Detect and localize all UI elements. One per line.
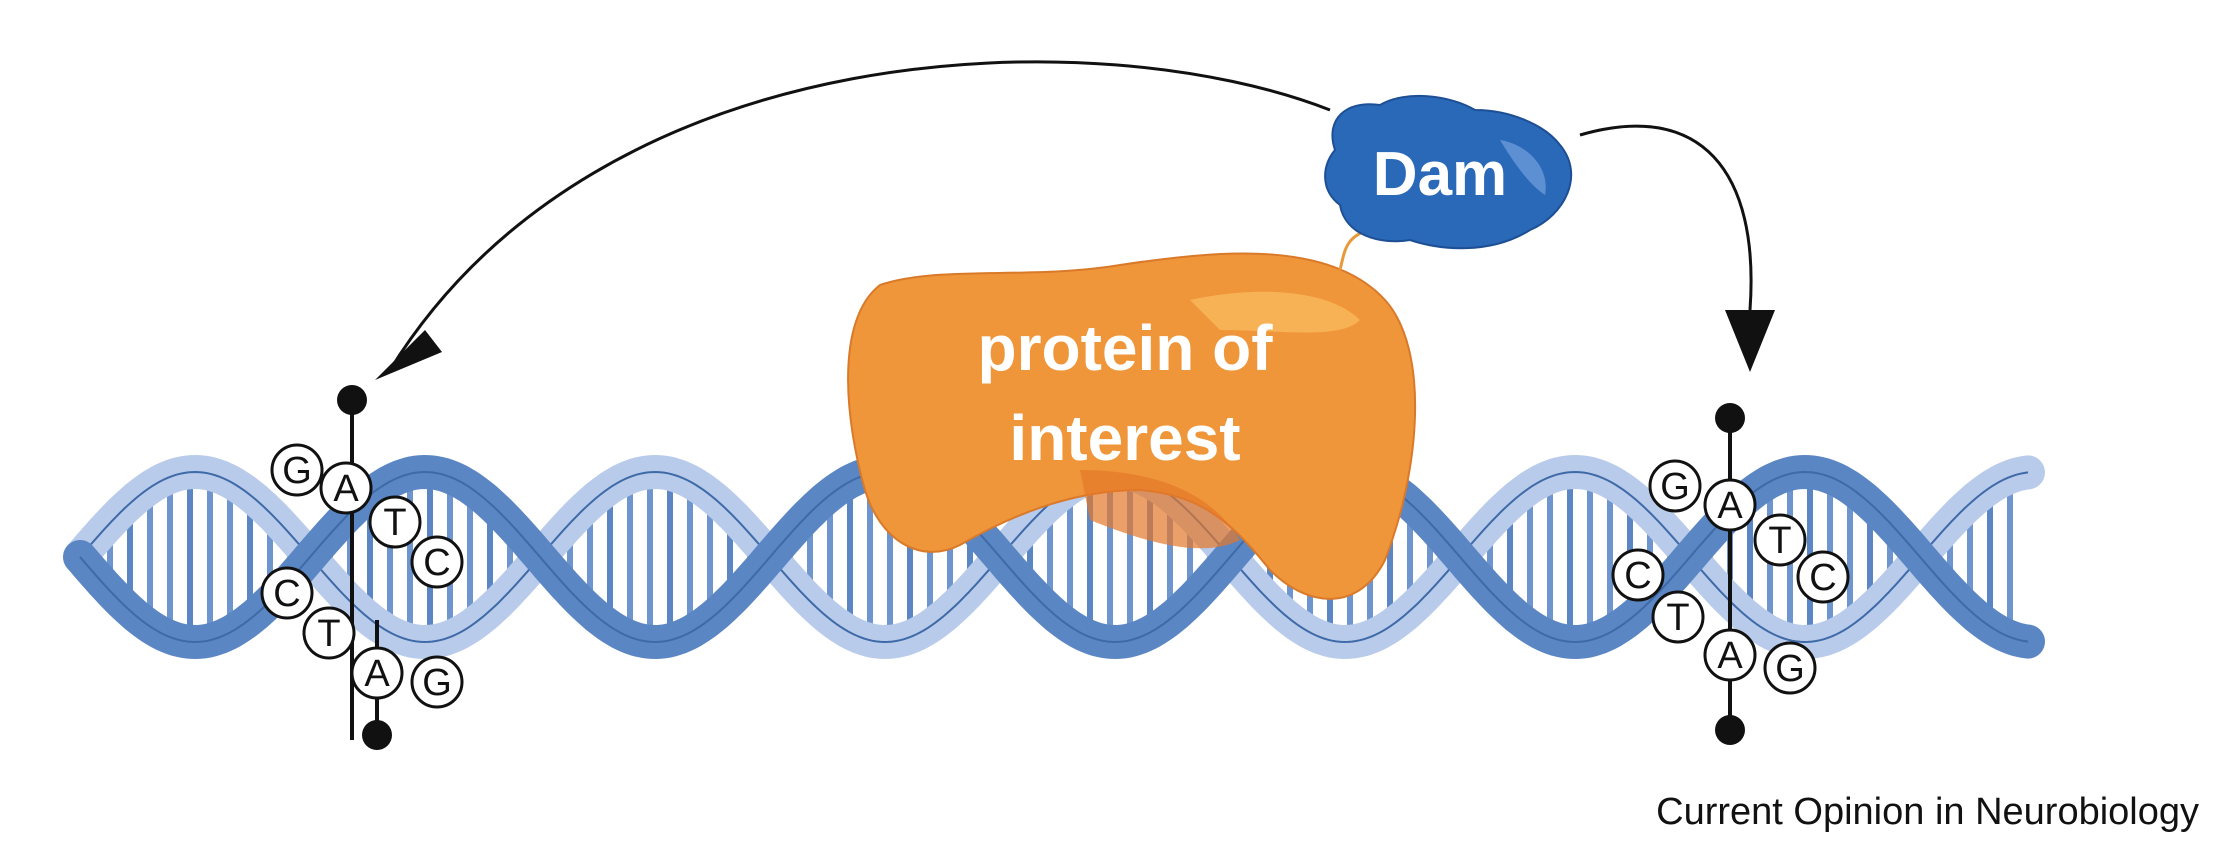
protein-label-line2: interest <box>1009 402 1240 474</box>
right-bottom-base-1: T <box>1666 597 1689 639</box>
methyl-dot-top-right <box>1715 403 1745 433</box>
right-top-base-1-circle <box>1703 478 1757 532</box>
arrow-to-left-site <box>388 60 1331 371</box>
left-bottom-base-3-circle <box>410 655 464 709</box>
right-bottom-base-0: C <box>1624 555 1651 597</box>
left-bottom-base-1: T <box>317 613 340 655</box>
left-bottom-base-1-circle <box>302 606 356 660</box>
left-arrowhead <box>375 330 442 380</box>
left-top-base-2: T <box>383 502 406 544</box>
right-bottom-base-1-circle <box>1651 590 1705 644</box>
right-arrowhead <box>1725 310 1775 372</box>
left-top-base-0-circle <box>270 443 324 497</box>
dam-enzyme: Dam <box>1324 95 1573 250</box>
right-top-base-0-circle <box>1648 459 1702 513</box>
right-top-base-3-circle <box>1796 550 1850 604</box>
left-bottom-base-0: C <box>273 573 300 615</box>
left-bottom-base-3: G <box>422 662 452 704</box>
right-bottom-base-2: A <box>1717 635 1743 677</box>
left-top-base-2-circle <box>368 495 422 549</box>
right-bottom-base-3: G <box>1775 648 1805 690</box>
left-bottom-base-2-circle <box>350 646 404 700</box>
methyl-dot-top-left <box>337 385 367 415</box>
right-top-base-2: T <box>1768 520 1791 562</box>
methyl-dot-bottom-right <box>1715 715 1745 745</box>
right-top-base-2-circle <box>1753 513 1807 567</box>
left-bottom-base-2: A <box>364 653 390 695</box>
protein-label-line1: protein of <box>977 312 1273 384</box>
dna-strand-front-edge <box>79 470 2029 644</box>
source-caption: Current Opinion in Neurobiology <box>1656 791 2199 833</box>
right-top-base-3: C <box>1809 557 1836 599</box>
right-bottom-base-3-circle <box>1763 641 1817 695</box>
left-top-base-0: G <box>282 450 312 492</box>
arrow-to-right-site <box>1579 124 1753 311</box>
left-bottom-base-0-circle <box>260 566 314 620</box>
dam-label: Dam <box>1373 140 1507 209</box>
left-top-base-3: C <box>423 542 450 584</box>
right-top-base-1: A <box>1717 485 1743 527</box>
protein-of-interest: protein of interest <box>847 252 1417 600</box>
right-top-base-0: G <box>1660 466 1690 508</box>
left-top-base-3-circle <box>410 535 464 589</box>
right-bottom-base-0-circle <box>1611 548 1665 602</box>
left-top-base-1: A <box>333 468 359 510</box>
right-bottom-base-2-circle <box>1703 628 1757 682</box>
left-top-base-1-circle <box>319 461 373 515</box>
